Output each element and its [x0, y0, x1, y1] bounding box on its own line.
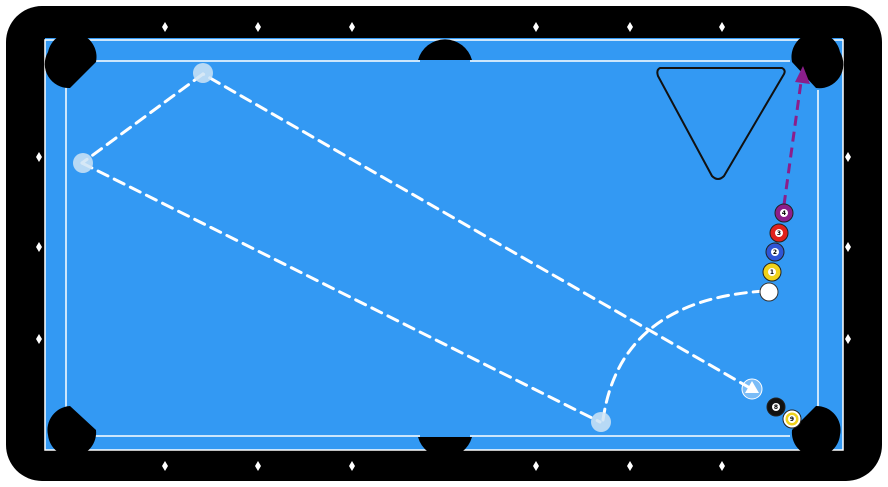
ball-8-number: 8 [774, 404, 778, 411]
ball-4: 4 [775, 204, 793, 222]
table-cloth [45, 38, 843, 450]
cue-ball [760, 283, 778, 301]
ball-4-number: 4 [782, 210, 786, 217]
ball-8: 8 [767, 398, 785, 416]
ball-3: 3 [770, 224, 788, 242]
ball-1: 1 [763, 263, 781, 281]
ball-2-number: 2 [773, 249, 777, 256]
ball-9: 9 [783, 410, 801, 428]
ball-3-number: 3 [777, 230, 781, 237]
ball-9-number: 9 [790, 416, 794, 423]
cue-ball-start [742, 379, 762, 399]
ball-2: 2 [766, 243, 784, 261]
ghost-ball-bottom-rail [591, 412, 611, 432]
ghost-ball-top-rail [193, 63, 213, 83]
ball-1-number: 1 [770, 269, 774, 276]
ghost-ball-left-rail [73, 153, 93, 173]
